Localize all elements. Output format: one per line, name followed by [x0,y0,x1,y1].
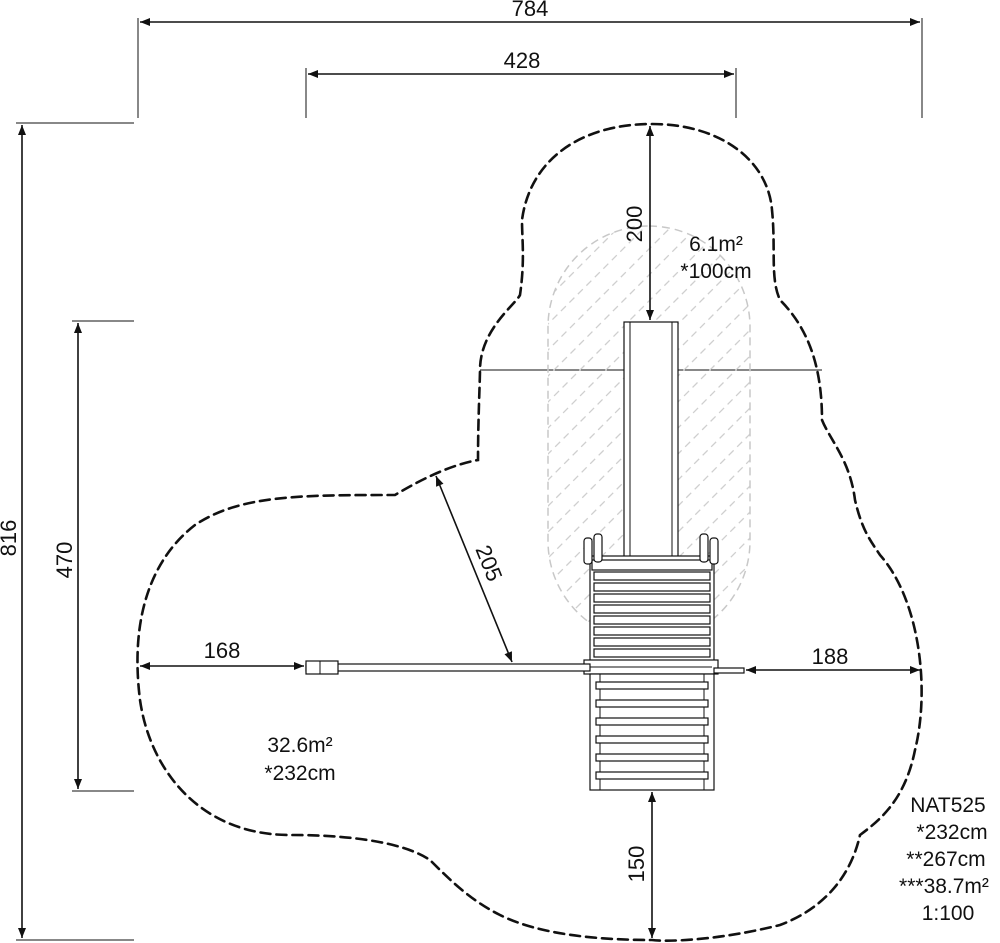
hatch-line [932,222,1000,642]
dim-right-clearance: 188 [812,644,849,669]
hatch-line [828,222,1000,642]
deck-board [593,637,711,647]
info-total-area: ***38.7m² [899,875,989,898]
slide-zone-height: *100cm [680,260,751,283]
hatch-line [548,226,677,642]
deck-board [593,571,711,581]
swing-beam [305,660,745,675]
dim-top-clearance: 200 [622,206,647,243]
hatch-line [100,222,520,642]
ladder-rung [595,699,709,708]
hatch-line [723,226,750,642]
hatch-line [645,226,750,642]
slide-zone-area: 6.1m² [689,233,743,256]
ladder [589,673,715,791]
hatch-line [548,226,703,642]
info-height-1: *232cm [916,821,987,844]
ladder-rung [595,753,709,762]
deck-board [593,593,711,603]
hatch-line [548,226,625,642]
deck-board [593,615,711,625]
hatch-line [548,226,750,642]
dim-left-height: 470 [52,542,77,579]
hatch-line [74,222,494,642]
safety-zone-outline [136,122,923,942]
deck-board [593,626,711,636]
hatch-line [548,226,651,642]
deck-board [593,604,711,614]
deck-board [593,648,711,658]
hatch-line [548,226,573,642]
dim-line-diagonal [435,475,513,663]
deck-board [593,582,711,592]
slide-landing-zone [48,222,1000,643]
hatch-line [854,222,1000,642]
hatch-line [906,222,1000,642]
dim-total-height: 816 [0,520,21,557]
dim-bottom-clearance: 150 [624,846,649,883]
hatch-line [548,226,729,642]
hatch-line [697,226,750,642]
hatch-line [802,222,1000,642]
info-height-2: **267cm [906,848,985,871]
model-name: NAT525 [910,794,985,817]
platform-tower [583,533,719,675]
hatch-line [749,226,750,642]
hatch-line [548,226,750,642]
hatch-line [548,226,599,642]
ladder-rung [595,681,709,690]
hatch-line [548,226,750,642]
info-scale: 1:100 [922,902,975,925]
dim-inner-width: 428 [504,48,541,73]
ladder-rung [595,771,709,780]
hatch-line [671,226,750,642]
hatch-line [548,226,750,642]
dim-diagonal-clearance: 205 [470,541,507,584]
hatch-line [48,222,468,642]
main-zone-height: *232cm [264,762,335,785]
hatch-line [880,222,1000,642]
extension-lines [16,18,923,941]
slide [623,321,679,563]
dim-total-width: 784 [512,0,549,21]
main-zone-area: 32.6m² [267,734,332,757]
hatch-line [776,222,1000,642]
ladder-rung [595,717,709,726]
ladder-rung [595,735,709,744]
dim-left-clearance: 168 [204,638,241,663]
hatch-line [548,226,750,642]
